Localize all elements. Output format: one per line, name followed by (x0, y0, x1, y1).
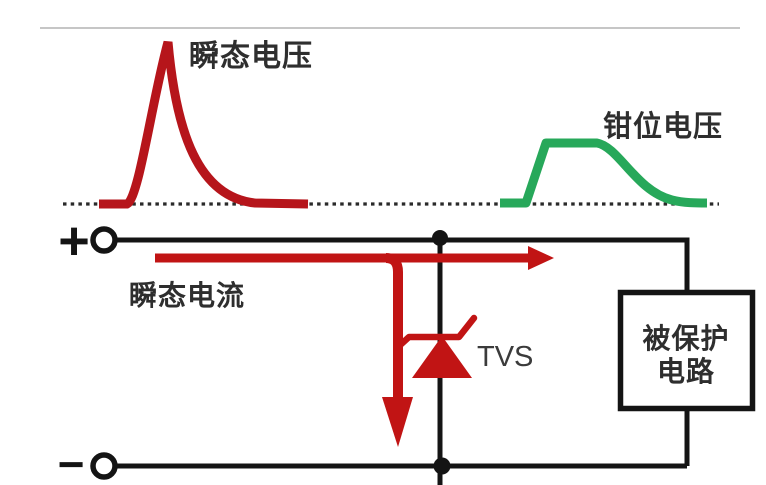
protected-circuit-label-line2: 电路 (657, 356, 715, 387)
tvs-diode-triangle (412, 336, 472, 378)
negative-terminal-sign: − (58, 438, 85, 485)
transient-current-down-arrow-shaft (385, 253, 403, 399)
tvs-label: TVS (477, 341, 533, 373)
transient-current-down-arrowhead (382, 397, 413, 447)
circuit-schematic: + − 被保护 电路 瞬态电流 TVS (58, 211, 756, 485)
positive-terminal-sign: + (58, 211, 90, 271)
protected-circuit-box (617, 289, 756, 412)
bottom-junction-dot (433, 457, 451, 475)
voltage-waveform-panel: 瞬态电压 钳位电压 (40, 27, 740, 209)
transient-voltage-label: 瞬态电压 (189, 40, 313, 73)
clamp-voltage-curve (500, 138, 708, 208)
transient-voltage-spike-curve (99, 40, 309, 209)
tvs-diode-cathode-bar (394, 314, 478, 351)
top-rail-wire (115, 237, 690, 292)
protected-circuit-label-line1: 被保护 (642, 323, 729, 354)
top-junction-dot (432, 230, 448, 246)
positive-terminal-circle (90, 226, 118, 254)
negative-terminal-circle (90, 452, 118, 480)
transient-current-right-arrowhead (528, 246, 554, 270)
transient-current-label: 瞬态电流 (129, 280, 245, 311)
tvs-diode-symbol (394, 314, 478, 378)
clamp-voltage-label: 钳位电压 (603, 109, 723, 143)
